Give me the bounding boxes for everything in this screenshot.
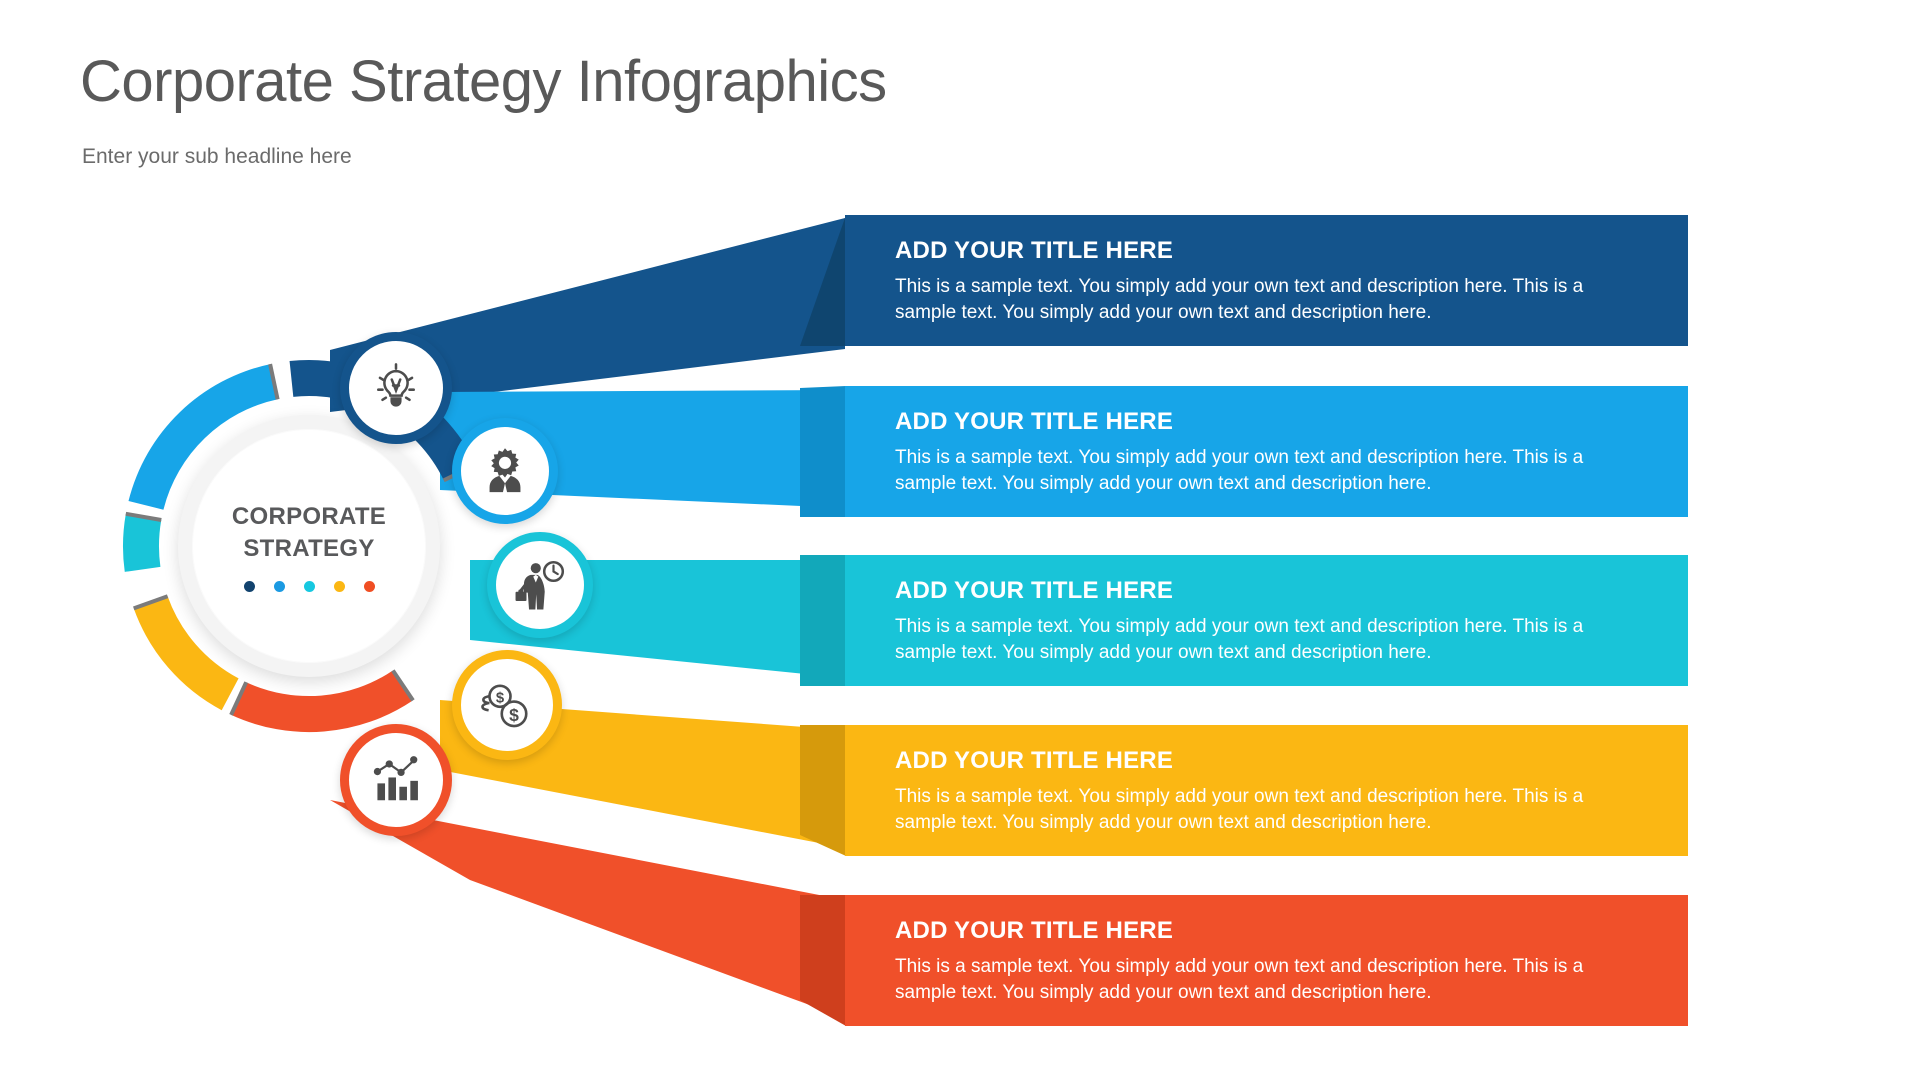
content-banner-5[interactable]: ADD YOUR TITLE HERE This is a sample tex… <box>800 895 1688 1026</box>
banner-wedge-4 <box>800 725 846 856</box>
center-dot-red <box>363 580 375 592</box>
banner-description-4: This is a sample text. You simply add yo… <box>895 786 1584 833</box>
center-dot-yellow <box>333 580 345 592</box>
center-dot-row <box>243 580 375 592</box>
banner-description-5: This is a sample text. You simply add yo… <box>895 956 1584 1003</box>
svg-text:$: $ <box>509 705 519 725</box>
center-line-1: CORPORATE <box>231 502 387 530</box>
content-banner-2[interactable]: ADD YOUR TITLE HERE This is a sample tex… <box>800 386 1688 517</box>
banner-wedge-5 <box>800 895 846 1026</box>
center-dot-navy <box>243 580 255 592</box>
wheel-center-hub: CORPORATE STRATEGY <box>178 415 440 677</box>
wheel-arc-yellow[interactable] <box>133 596 239 711</box>
icon-node-3[interactable] <box>487 532 593 638</box>
banner-text-4: ADD YOUR TITLE HERE This is a sample tex… <box>895 747 1628 836</box>
banner-wedge-2 <box>800 386 846 517</box>
banner-title-2: ADD YOUR TITLE HERE <box>895 408 1174 435</box>
banner-title-5: ADD YOUR TITLE HERE <box>895 917 1174 944</box>
banner-description-1: This is a sample text. You simply add yo… <box>895 276 1584 323</box>
icon-node-5[interactable] <box>340 724 452 836</box>
banner-band-1 <box>845 215 1688 346</box>
banner-description-3: This is a sample text. You simply add yo… <box>895 616 1584 663</box>
svg-text:$: $ <box>496 690 505 706</box>
banner-description-2: This is a sample text. You simply add yo… <box>895 447 1584 494</box>
center-line-2: STRATEGY <box>243 534 375 562</box>
banner-band-5 <box>845 895 1688 1026</box>
banner-title-4: ADD YOUR TITLE HERE <box>895 747 1174 774</box>
center-dot-cyan <box>303 580 315 592</box>
lightbulb-icon <box>377 363 415 407</box>
content-banner-1[interactable]: ADD YOUR TITLE HERE This is a sample tex… <box>800 215 1688 346</box>
banner-wedge-1 <box>800 215 846 346</box>
wheel-arc-blue[interactable] <box>128 364 278 510</box>
icon-node-1[interactable] <box>340 332 452 444</box>
banner-band-3 <box>845 555 1688 686</box>
banner-band-2 <box>845 386 1688 517</box>
wheel-arc-cyan[interactable] <box>122 513 162 572</box>
content-banner-3[interactable]: ADD YOUR TITLE HERE This is a sample tex… <box>800 555 1688 686</box>
banner-text-2: ADD YOUR TITLE HERE This is a sample tex… <box>895 408 1628 497</box>
strategy-wheel: CORPORATE STRATEGY <box>95 320 515 770</box>
wheel-arcs <box>122 360 478 733</box>
page-title: Corporate Strategy Infographics <box>80 49 887 114</box>
banner-text-3: ADD YOUR TITLE HERE This is a sample tex… <box>895 577 1628 666</box>
banner-band-4 <box>845 725 1688 856</box>
banner-text-1: ADD YOUR TITLE HERE This is a sample tex… <box>895 237 1628 326</box>
wheel-arc-red[interactable] <box>231 670 413 733</box>
content-banner-4[interactable]: ADD YOUR TITLE HERE This is a sample tex… <box>800 725 1688 856</box>
page-subtitle: Enter your sub headline here <box>82 145 352 168</box>
banner-wedge-3 <box>800 555 846 686</box>
banner-text-5: ADD YOUR TITLE HERE This is a sample tex… <box>895 917 1628 1006</box>
banner-title-3: ADD YOUR TITLE HERE <box>895 577 1174 604</box>
icon-node-4[interactable]: $ $ <box>452 650 562 760</box>
wheel-center-label: CORPORATE STRATEGY <box>232 501 386 565</box>
person-gear-icon <box>489 448 521 494</box>
banner-title-1: ADD YOUR TITLE HERE <box>895 237 1174 264</box>
center-dot-blue <box>273 580 285 592</box>
icon-node-2[interactable] <box>452 418 558 524</box>
bar-chart-icon <box>373 756 418 801</box>
businessman-clock-icon <box>515 560 565 610</box>
money-coins-icon: $ $ <box>481 684 528 728</box>
wheel-arc-navy[interactable] <box>289 360 477 481</box>
